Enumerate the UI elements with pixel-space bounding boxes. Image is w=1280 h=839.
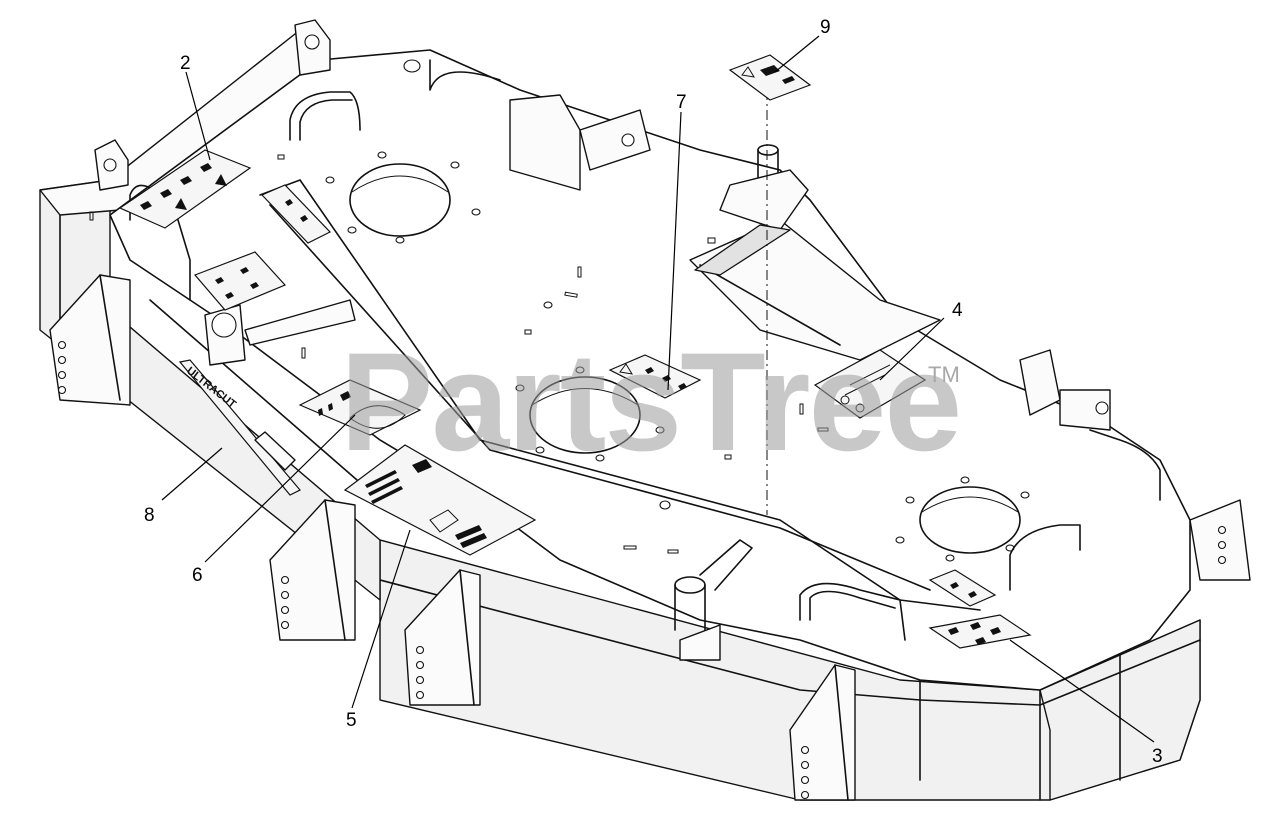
left-spindle-hole	[349, 163, 451, 237]
callout-8: 8	[144, 505, 155, 526]
spindle-shaft	[694, 90, 809, 515]
decal-6	[298, 379, 422, 436]
center-spindle-hole	[529, 376, 641, 454]
deck-slots	[89, 154, 829, 554]
callout-6: 6	[192, 565, 203, 586]
decal-2	[118, 149, 252, 229]
decal-front	[928, 569, 997, 607]
watermark: PartsTree TM	[340, 323, 962, 480]
watermark-text: PartsTree	[340, 323, 960, 480]
callout-leaders	[161, 35, 1155, 743]
decal-3	[928, 614, 1032, 649]
decal-side	[193, 251, 287, 311]
front-brackets	[49, 274, 1251, 801]
spindle-openings	[349, 163, 1021, 554]
decal-8-brand-plate	[178, 359, 301, 496]
decal-4	[813, 349, 927, 419]
callout-5: 5	[346, 710, 357, 731]
callout-7: 7	[676, 92, 687, 113]
deck-skirt	[379, 539, 1201, 801]
decal-7	[608, 354, 702, 399]
callout-9: 9	[820, 17, 831, 38]
callout-3: 3	[1152, 746, 1163, 767]
callout-labels: 2 9 7 4 8 6 5 3	[144, 17, 1163, 767]
callout-2: 2	[180, 53, 191, 74]
rear-mounts	[94, 19, 1111, 661]
callout-4: 4	[952, 300, 963, 321]
watermark-trademark: TM	[928, 362, 960, 387]
decal-9	[728, 54, 812, 101]
right-spindle-hole	[919, 486, 1021, 554]
decal-spine	[260, 184, 331, 244]
